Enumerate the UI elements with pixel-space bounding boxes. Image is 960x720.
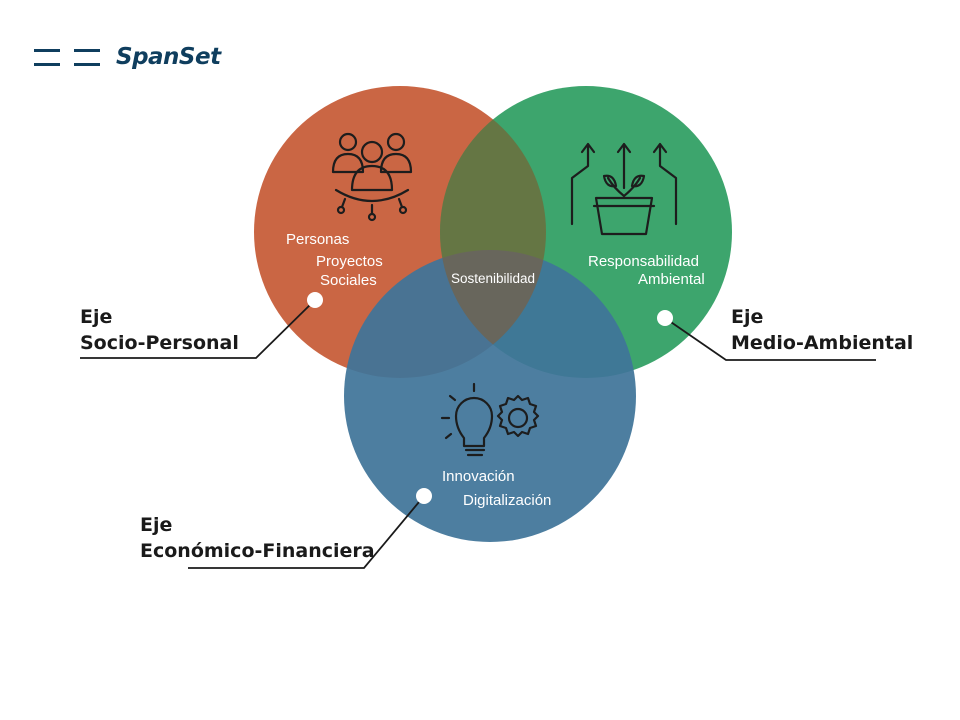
lightbulb-gear-icon [440,382,540,457]
connector-ambiental [664,317,876,361]
logo-text: SpanSet [116,44,221,70]
label-proyectos: Proyectos [316,253,383,270]
label-innovacion: Innovación [442,468,515,485]
marker-dot-socio [307,292,323,308]
circle-economico [344,250,636,542]
axis-label-socio: Eje Socio-Personal [80,304,239,356]
connector-economico [188,495,425,569]
overlap-socio-ambiental [440,86,546,378]
axis-economico-line2: Económico-Financiera [140,540,375,562]
axis-label-ambiental: Eje Medio-Ambiental [731,304,913,356]
growing-plant-icon [570,142,678,236]
label-sociales: Sociales [320,272,377,289]
axis-ambiental-line1: Eje [731,306,764,328]
label-sostenibilidad: Sostenibilidad [451,271,535,286]
people-network-icon [331,132,413,222]
label-personas: Personas [286,231,349,248]
marker-dot-ambiental [657,310,673,326]
logo-mark-icon [34,49,100,66]
axis-label-economico: Eje Económico-Financiera [140,512,375,564]
axis-economico-line1: Eje [140,514,173,536]
axis-socio-line1: Eje [80,306,113,328]
axis-ambiental-line2: Medio-Ambiental [731,332,914,354]
axis-socio-line2: Socio-Personal [80,332,239,354]
label-responsabilidad: Responsabilidad [588,253,699,270]
label-ambiental: Ambiental [638,271,705,288]
connector-socio [80,299,316,359]
spanset-logo: SpanSet [34,42,221,72]
marker-dot-economico [416,488,432,504]
label-digitalizacion: Digitalización [463,492,551,509]
